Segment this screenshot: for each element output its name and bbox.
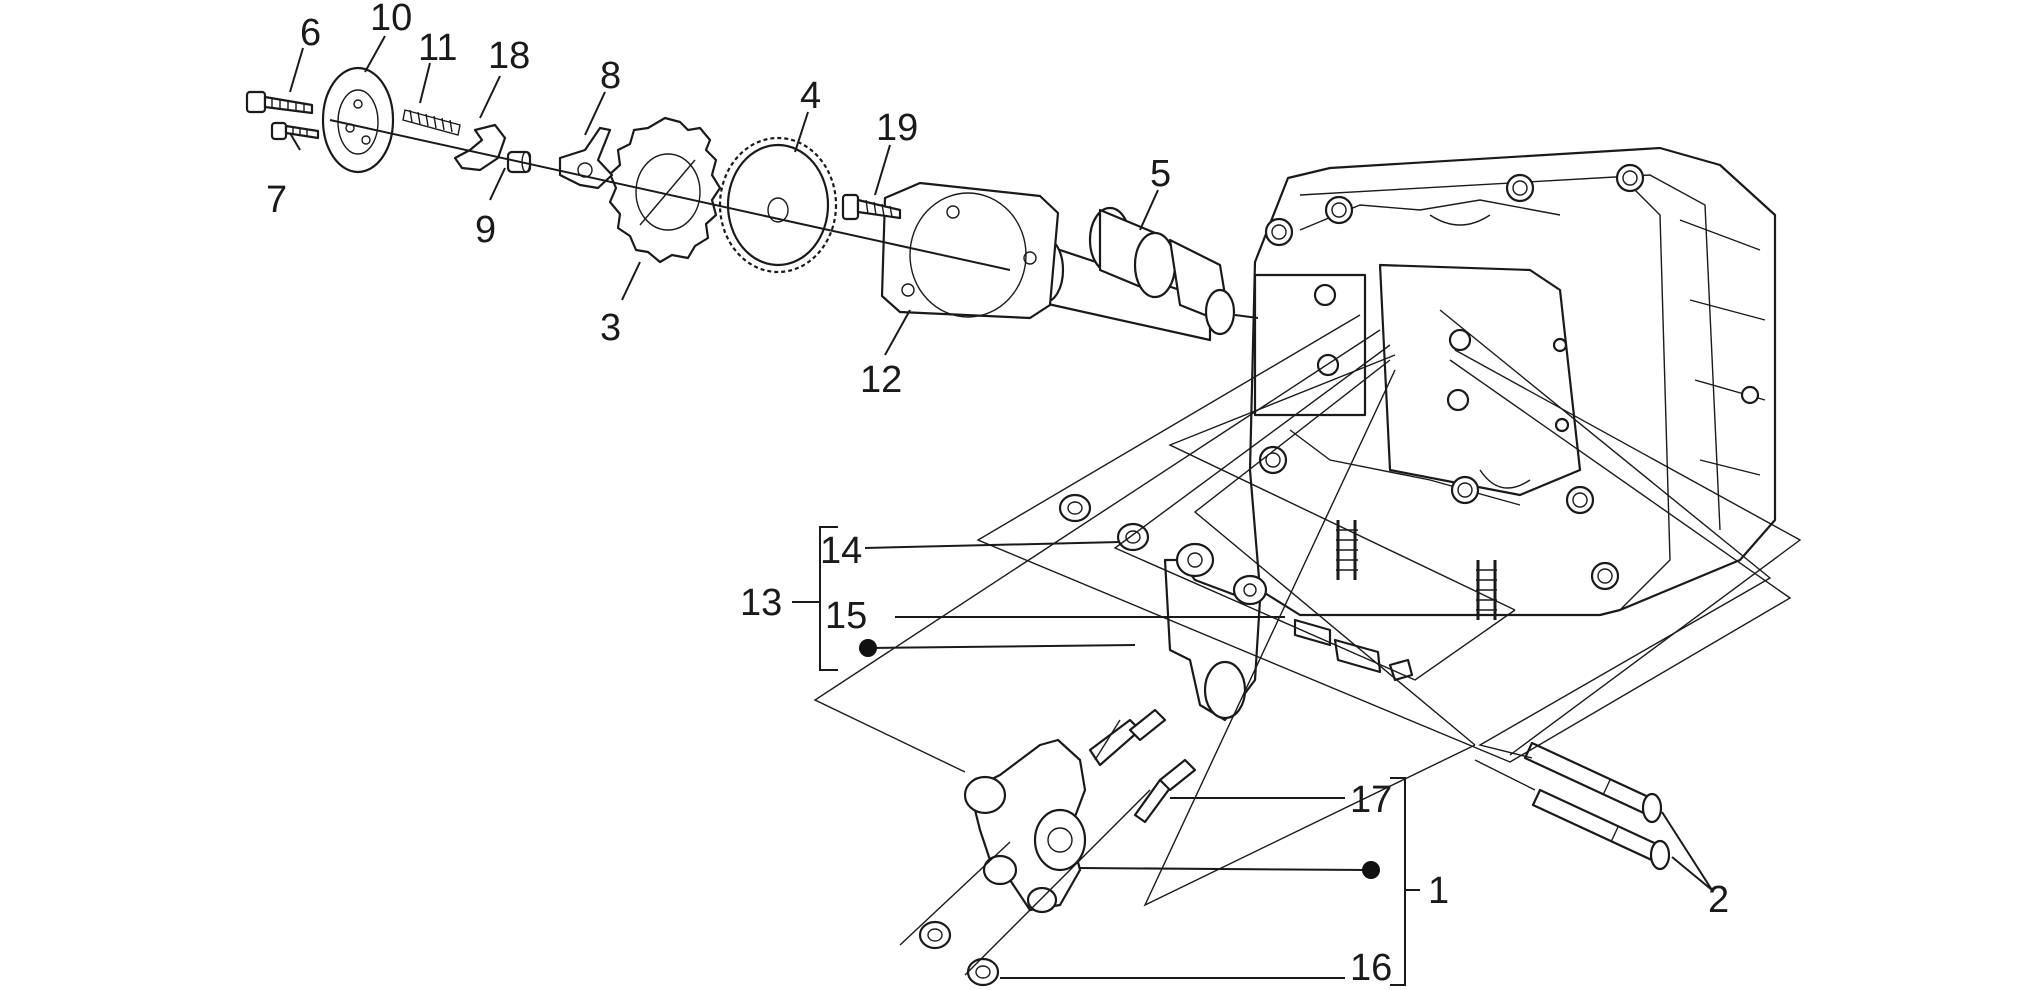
label-10: 10 [370, 0, 412, 39]
label-14: 14 [820, 530, 862, 572]
label-12: 12 [860, 359, 902, 401]
label-18: 18 [488, 35, 530, 77]
label-11: 11 [418, 27, 457, 69]
label-16: 16 [1350, 947, 1392, 989]
label-19: 19 [876, 107, 918, 149]
cylinder-head [1248, 146, 1777, 620]
label-2: 2 [1708, 879, 1729, 921]
pulley-10 [321, 66, 395, 174]
timing-sprocket [718, 136, 838, 274]
nut-14-b [1116, 522, 1150, 552]
rocker-arm-lower [963, 708, 1197, 914]
camshaft [1025, 206, 1259, 342]
dowel-pin-b [1531, 788, 1671, 871]
label-7: 7 [266, 179, 287, 221]
label-15: 15 [825, 595, 867, 637]
leader-lines [289, 35, 1713, 986]
decompressor-weight [558, 126, 614, 190]
nut-16-b [966, 957, 1000, 987]
spring-11 [402, 109, 461, 136]
label-13: 13 [740, 582, 782, 624]
spacer-9 [506, 150, 532, 174]
label-1: 1 [1428, 870, 1449, 912]
bolt-6 [245, 90, 314, 115]
bolt-19 [841, 193, 902, 221]
screw-7 [270, 121, 320, 141]
label-9: 9 [475, 209, 496, 251]
label-6: 6 [300, 12, 321, 54]
label-8: 8 [600, 55, 621, 97]
label-5: 5 [1150, 153, 1171, 195]
nut-14-a [1058, 493, 1092, 523]
label-4: 4 [800, 75, 821, 117]
label-17: 17 [1350, 779, 1392, 821]
nut-16-a [918, 920, 952, 950]
bracket-plate [880, 181, 1060, 320]
label-3: 3 [600, 307, 621, 349]
spring-clip-18 [453, 123, 507, 172]
callout-labels: 6 10 11 18 8 4 19 5 7 9 3 12 13 14 15 17… [266, 0, 1729, 989]
assembly-lines [813, 309, 1802, 976]
gear [608, 116, 722, 264]
dowel-pin-a [1523, 741, 1663, 824]
